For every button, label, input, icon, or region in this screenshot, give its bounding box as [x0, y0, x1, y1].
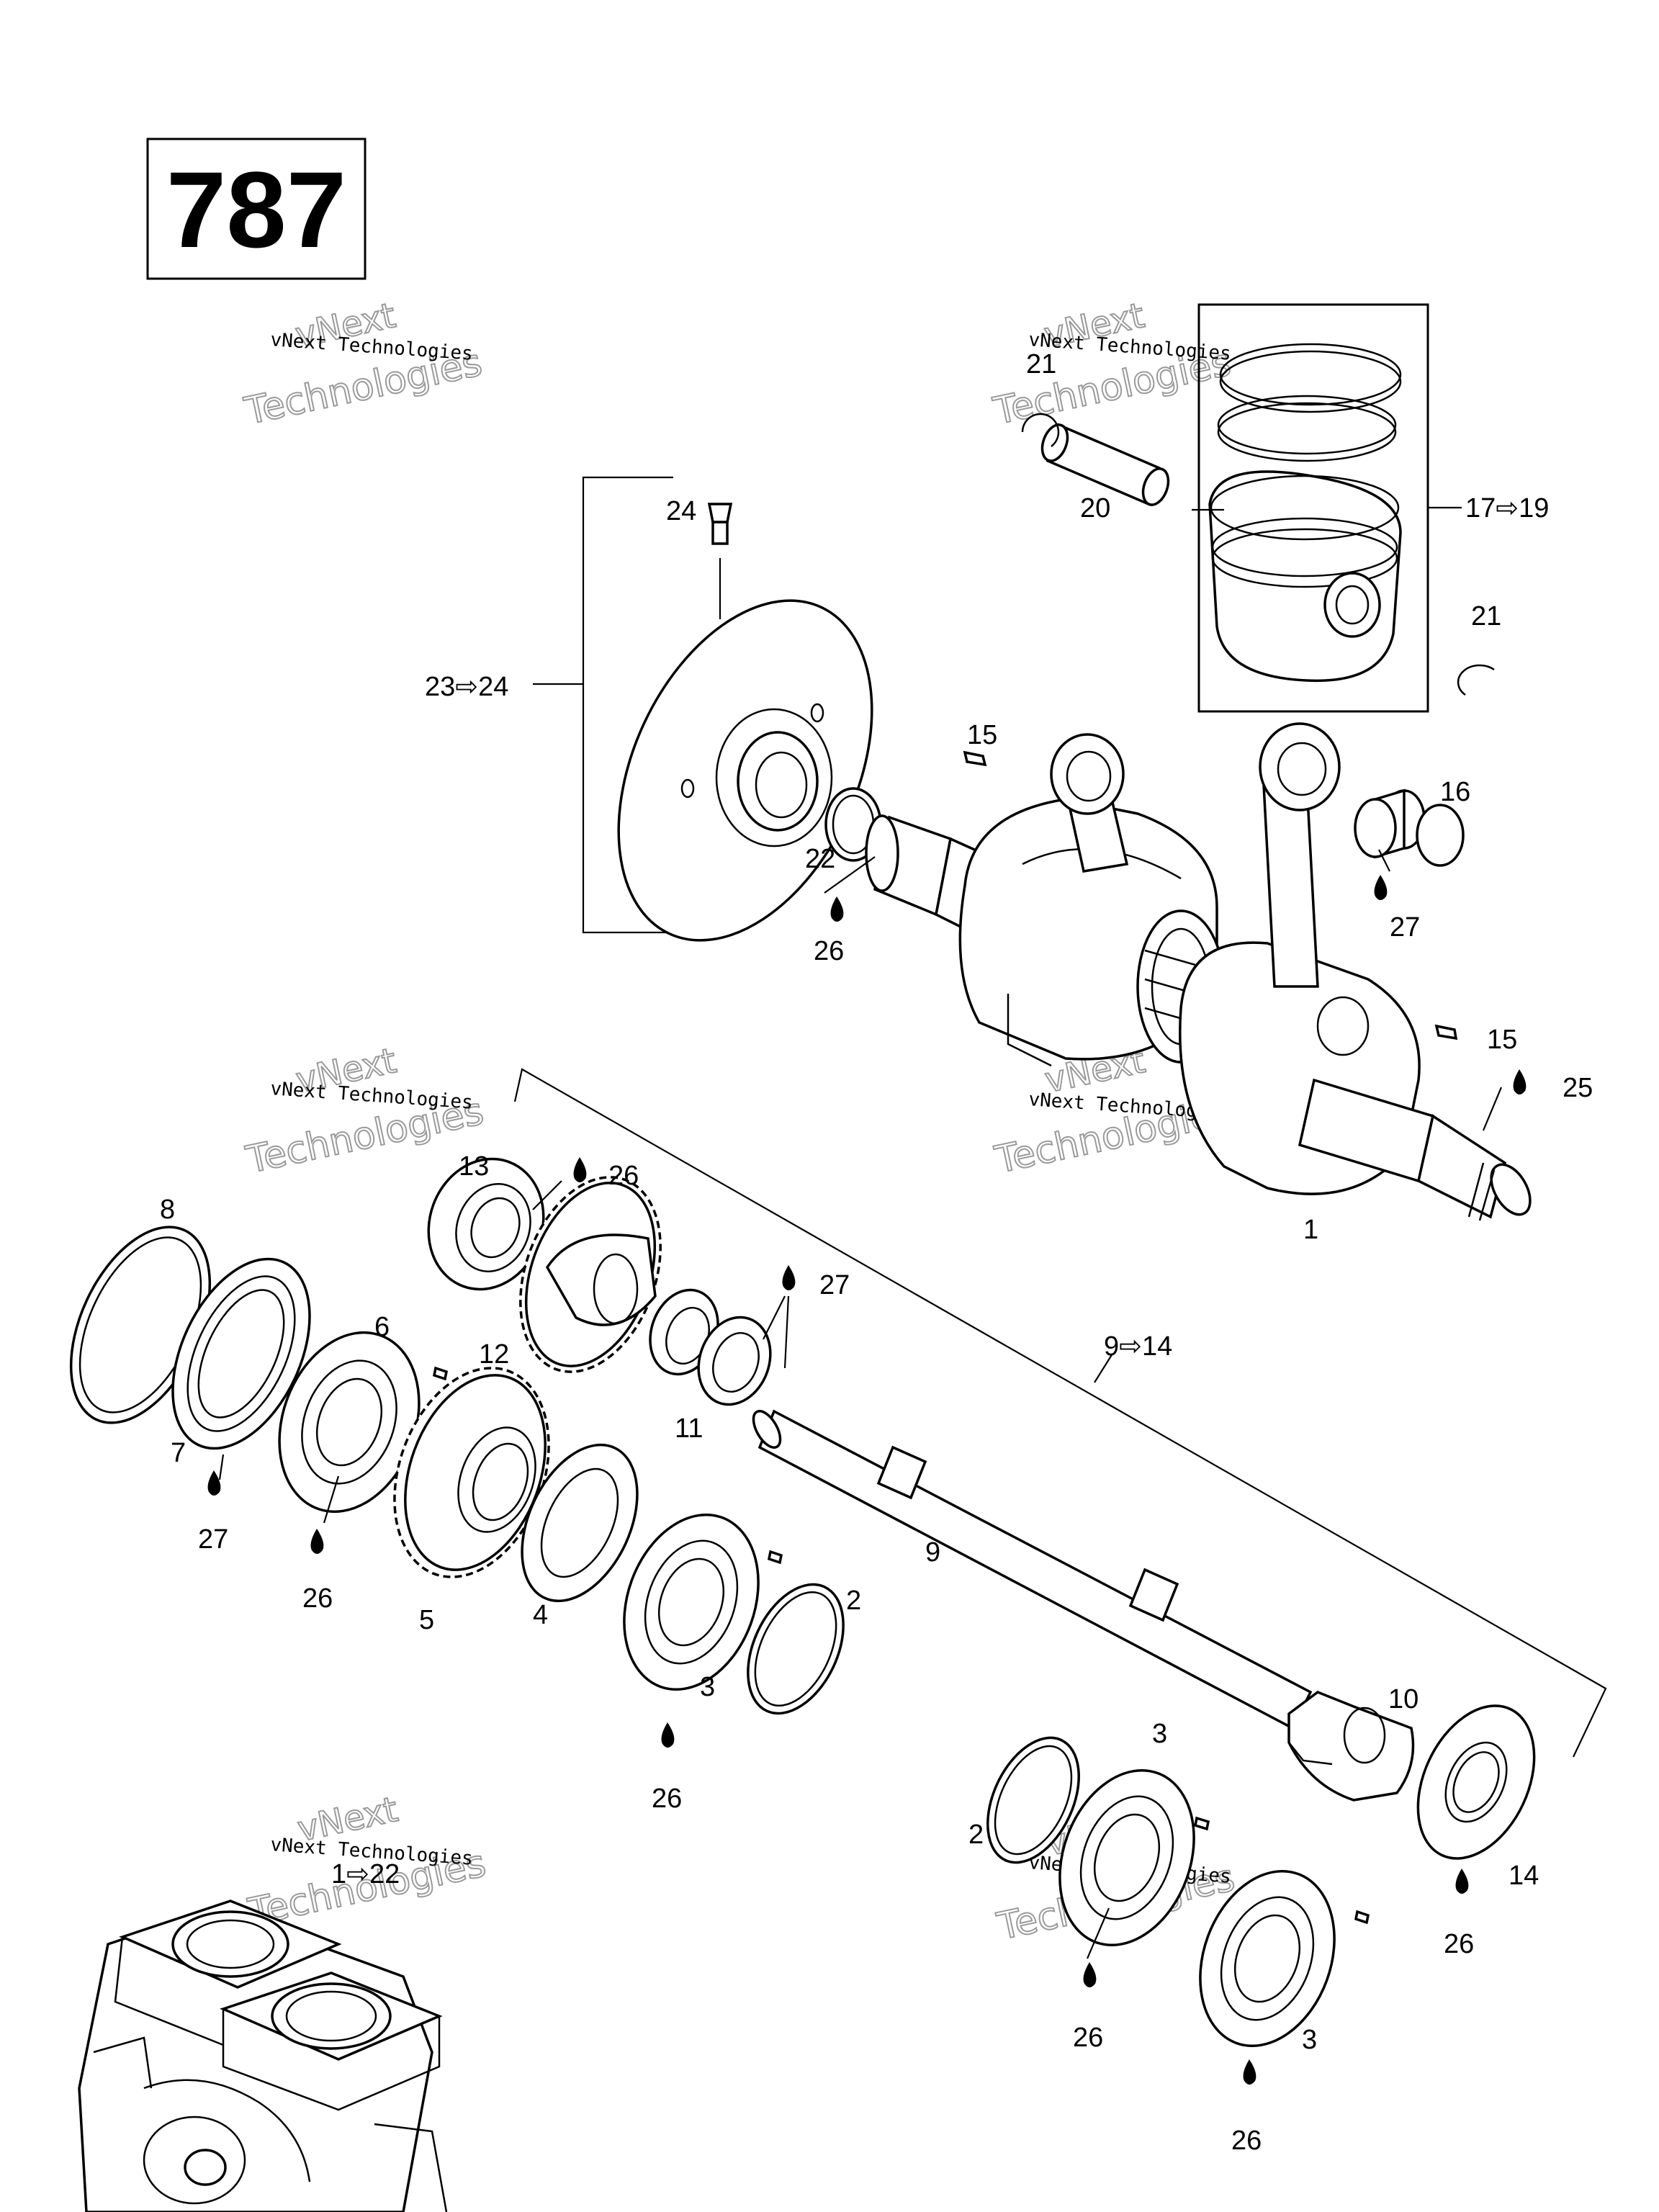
label-10: 10 [1388, 1684, 1419, 1714]
piston-pin [1040, 423, 1170, 506]
bearing-3-right-upper [1058, 1768, 1195, 1959]
label-3-right-upper: 3 [1152, 1719, 1167, 1749]
label-15-upper: 15 [967, 720, 997, 750]
piston-group [1197, 303, 1462, 713]
label-26-bearing-6: 26 [302, 1583, 333, 1614]
bearing-11 [649, 1288, 772, 1406]
label-23-to-24: 23⇨24 [425, 672, 508, 702]
label-1-to-22: 1⇨22 [331, 1859, 400, 1889]
bearing-6 [278, 1331, 421, 1524]
label-17-to-19: 17⇨19 [1465, 493, 1549, 523]
label-5: 5 [419, 1605, 434, 1635]
label-12: 12 [479, 1339, 509, 1370]
label-2-left: 2 [846, 1586, 861, 1616]
label-27-needle-bearing: 27 [1390, 912, 1420, 943]
label-26-bearing-3-left: 26 [652, 1784, 682, 1814]
label-22: 22 [805, 844, 835, 874]
label-9-to-14: 9⇨14 [1104, 1331, 1172, 1362]
circlip-lower [1457, 664, 1495, 696]
label-8: 8 [160, 1195, 175, 1225]
needle-bearing-16 [1354, 788, 1465, 867]
label-4: 4 [533, 1600, 548, 1630]
diagram-number: 787 [166, 149, 346, 270]
circlip-upper [1021, 413, 1060, 447]
label-14: 14 [1509, 1861, 1539, 1891]
leader-lines [532, 508, 1503, 1369]
label-25: 25 [1563, 1073, 1593, 1103]
ring-2-right [986, 1736, 1080, 1864]
balancer-shaft-9 [752, 1409, 1313, 1730]
bearing-3-left [623, 1513, 760, 1691]
label-1: 1 [1303, 1215, 1318, 1245]
seal-7 [171, 1257, 311, 1450]
label-3-left: 3 [700, 1672, 715, 1702]
label-21-upper: 21 [1026, 349, 1056, 379]
label-2-right: 2 [968, 1820, 984, 1850]
bearing-14 [1416, 1704, 1536, 1860]
label-13: 13 [459, 1151, 489, 1182]
label-6: 6 [374, 1312, 390, 1342]
key-15-lower [1434, 1024, 1458, 1040]
label-27-seal-7: 27 [198, 1524, 228, 1555]
engine-block [78, 1899, 448, 2212]
balancer-group-bracket [513, 1068, 1607, 1758]
label-21-lower: 21 [1471, 601, 1501, 631]
callout-labels: 1 1⇨22 2 2 3 3 3 4 5 6 7 8 9 9⇨14 10 11 … [160, 349, 1593, 2156]
label-26-rotor: 26 [814, 936, 844, 966]
oil-drops [207, 875, 1527, 2085]
label-7: 7 [171, 1438, 186, 1468]
ring-2-left [747, 1583, 845, 1715]
label-11: 11 [675, 1413, 703, 1444]
crankshaft [865, 722, 1532, 1221]
bearing-13 [427, 1157, 545, 1291]
key-15-upper [963, 750, 987, 767]
rotor-group [533, 476, 873, 942]
gear-12 [519, 1176, 662, 1373]
washer-4 [521, 1443, 639, 1603]
label-26-bearing-3-right-upper: 26 [1073, 2023, 1103, 2053]
bearing-3-right-lower [1199, 1869, 1336, 2048]
label-9: 9 [925, 1537, 940, 1568]
label-3-right-lower: 3 [1302, 2025, 1317, 2055]
gear-5 [393, 1367, 550, 1578]
label-26-gear: 26 [608, 1161, 639, 1191]
label-20: 20 [1080, 493, 1110, 523]
label-26-bearing-3-right-lower: 26 [1231, 2126, 1262, 2156]
label-26-bearing-14: 26 [1444, 1929, 1474, 1959]
counterweight-10 [1287, 1691, 1415, 1802]
diagram-number-box: 787 [146, 138, 367, 280]
label-27-bearing-11: 27 [819, 1270, 850, 1300]
label-16: 16 [1440, 777, 1470, 807]
label-15-lower: 15 [1487, 1025, 1517, 1055]
label-24: 24 [666, 496, 696, 526]
